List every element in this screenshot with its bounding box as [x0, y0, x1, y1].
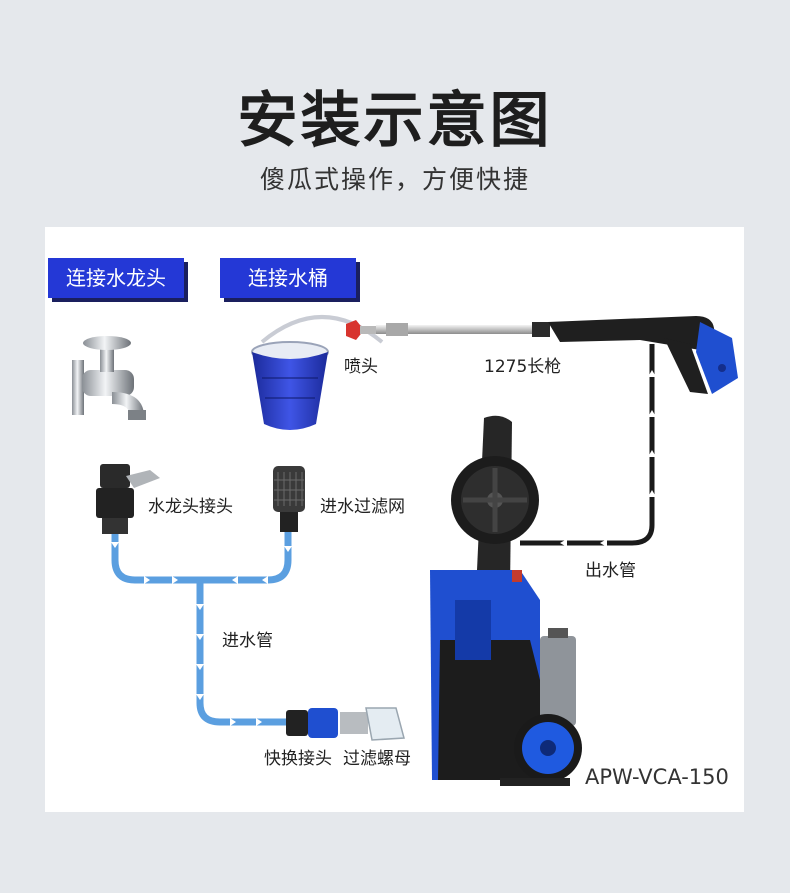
label-nozzle: 喷头 — [344, 357, 378, 377]
lance-and-gun-icon — [376, 316, 738, 394]
inlet-hose — [111, 528, 292, 726]
tag-connect-faucet: 连接水龙头 — [48, 258, 184, 298]
page-subtitle: 傻瓜式操作，方便快捷 — [259, 165, 530, 194]
label-lance: 1275长枪 — [484, 357, 562, 377]
label-faucet-adapter: 水龙头接头 — [148, 497, 233, 517]
label-filter-nut: 过滤螺母 — [343, 749, 411, 769]
filter-nut-icon — [340, 707, 405, 741]
faucet-adapter-icon — [96, 464, 160, 534]
label-inlet-hose: 进水管 — [222, 631, 273, 651]
bucket-icon — [251, 315, 384, 430]
faucet-icon — [72, 336, 146, 420]
tag-connect-bucket: 连接水桶 — [220, 258, 356, 298]
model-number: APW-VCA-150 — [585, 765, 729, 789]
pressure-washer-icon — [430, 415, 582, 786]
inlet-filter-icon — [273, 466, 305, 532]
nozzle-icon — [346, 320, 376, 340]
label-inlet-filter: 进水过滤网 — [320, 497, 405, 517]
label-quick-connector: 快换接头 — [264, 749, 332, 769]
page-title: 安装示意图 — [237, 86, 553, 156]
label-outlet-hose: 出水管 — [585, 561, 636, 581]
quick-connector-icon — [286, 708, 338, 738]
